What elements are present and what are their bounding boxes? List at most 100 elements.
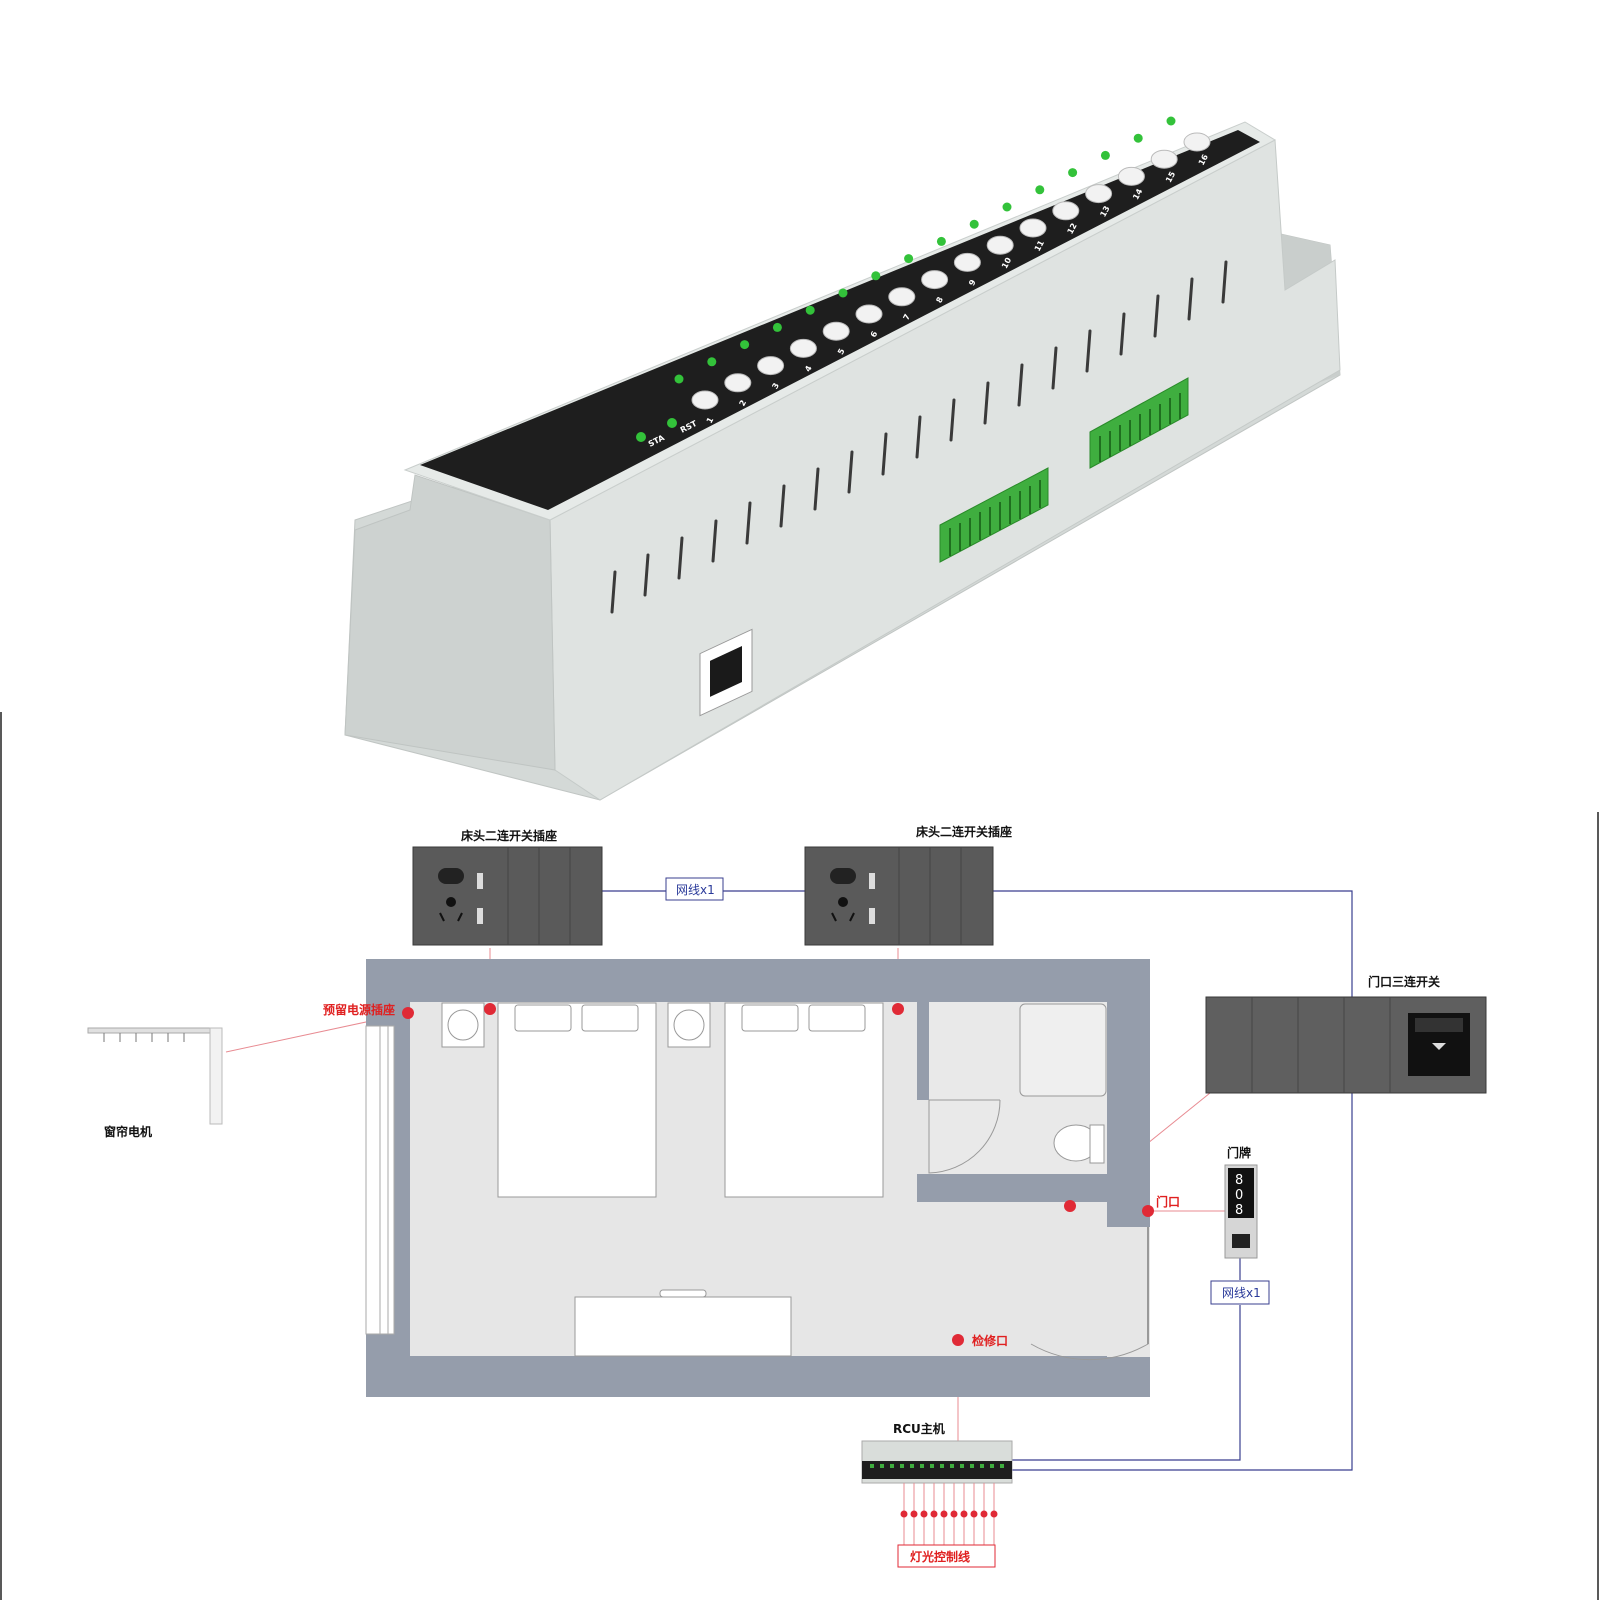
channel-number: 2: [738, 399, 749, 408]
door-switch-label: 门口三连开关: [1368, 974, 1440, 989]
network-cable-box-right: [1210, 1280, 1270, 1305]
floor-plan: [365, 959, 1150, 1397]
channel-button: [1085, 184, 1113, 204]
channel-led: [674, 374, 684, 384]
channel-button: [953, 252, 981, 272]
marker-reserved-socket: [402, 1007, 414, 1019]
channel-led: [969, 219, 979, 229]
module-model: MODEL:PN16Ⅲ: [1040, 101, 1143, 163]
channel-led: [772, 322, 782, 332]
channel-button: [1150, 149, 1178, 169]
network-cable-label-top: 网线x1: [676, 883, 715, 897]
channel-number: 7: [902, 313, 913, 322]
light-control-label: 灯光控制线: [910, 1549, 970, 1564]
channel-button: [1117, 166, 1145, 186]
channel-number: 6: [869, 329, 880, 339]
location-markers: [402, 1003, 1154, 1346]
channel-led: [1068, 168, 1078, 178]
desk: [574, 1296, 792, 1357]
channel-button: [822, 321, 850, 341]
bathroom-wall-bottom: [917, 1174, 1107, 1202]
bedside-socket-label-left: 床头二连开关插座: [461, 828, 557, 843]
light-wire-dots: [900, 1510, 998, 1518]
channel-button: [1183, 132, 1211, 152]
channel-number: 9: [967, 278, 978, 288]
channel-number: 3: [770, 381, 781, 390]
door-switch-panel: 门口三连开关: [1205, 974, 1487, 1094]
channel-led: [871, 271, 881, 281]
rj45-port-jack: [710, 645, 742, 697]
channel-button: [986, 235, 1014, 255]
network-cable-box-top: [665, 877, 724, 901]
network-cable-label-right: 网线x1: [1222, 1286, 1261, 1300]
sta-led: [636, 432, 646, 442]
door-label: 门口: [1156, 1194, 1180, 1209]
channel-button: [855, 304, 883, 324]
marker-door-switch: [1064, 1200, 1076, 1212]
usb-port-icon: [869, 873, 875, 889]
channel-button: [1052, 201, 1080, 221]
door-plate: 8 0 8 门牌: [1224, 1145, 1258, 1259]
reserved-socket-label: 预留电源插座: [323, 1002, 395, 1017]
marker-access-hatch: [952, 1334, 964, 1346]
curtain-motor-label: 窗帘电机: [104, 1124, 152, 1139]
rcu-host-label: RCU主机: [893, 1421, 945, 1436]
module-vents: [610, 260, 1228, 614]
channel-led: [1002, 202, 1012, 212]
socket-plug-bottom: [838, 897, 848, 907]
marker-bedside-left: [484, 1003, 496, 1015]
channel-led: [936, 236, 946, 246]
channel-number: 8: [934, 295, 945, 305]
bedside-panel-left: 床头二连开关插座: [412, 828, 603, 946]
shower: [1019, 1003, 1107, 1097]
usb-port-icon: [477, 908, 483, 924]
channel-number: 4: [803, 364, 814, 374]
lamp-middle: [673, 1009, 705, 1041]
module-top-panel: [420, 130, 1260, 510]
bedside-socket-label-right: 床头二连开关插座: [916, 824, 1012, 839]
channel-led: [1166, 116, 1176, 126]
channel-button: [921, 270, 949, 290]
channel-button: [1019, 218, 1047, 238]
channel-button: [789, 338, 817, 358]
channel-led: [740, 340, 750, 350]
channel-button: [724, 373, 752, 393]
channel-button: [691, 390, 719, 410]
access-hatch-label: 检修口: [972, 1333, 1008, 1348]
socket-plug-top: [830, 868, 856, 884]
socket-plug-bottom: [446, 897, 456, 907]
socket-plug-top: [438, 868, 464, 884]
channel-number: 1: [705, 415, 716, 425]
channel-button: [888, 287, 916, 307]
bathroom-wall-left: [917, 1002, 929, 1100]
channel-led: [904, 254, 914, 264]
channel-led: [707, 357, 717, 367]
lamp-left: [447, 1009, 479, 1041]
bed-left: [497, 1002, 657, 1198]
marker-bedside-right: [892, 1003, 904, 1015]
entrance-door-swing: [1030, 1227, 1149, 1361]
bed-right: [724, 1002, 884, 1198]
channel-led: [838, 288, 848, 298]
channel-number: 5: [836, 347, 847, 357]
room-digit-2: 0: [1235, 1188, 1243, 1203]
usb-port-icon: [477, 873, 483, 889]
room-digit-1: 8: [1235, 1173, 1243, 1188]
card-arrow-icon: [1432, 1043, 1446, 1050]
marker-door: [1142, 1205, 1154, 1217]
channel-led: [1133, 133, 1143, 143]
bedside-panel-right: 床头二连开关插座: [804, 824, 1012, 946]
door-plate-label: 门牌: [1227, 1145, 1251, 1160]
channel-led: [1100, 150, 1110, 160]
usb-port-icon: [869, 908, 875, 924]
bathroom-door-swing: [928, 1099, 1001, 1174]
channel-button: [757, 356, 785, 376]
entrance-door-gap: [1107, 1227, 1150, 1357]
channel-led: [1035, 185, 1045, 195]
light-control-box: [897, 1544, 996, 1568]
bathroom-wall-right: [1107, 1002, 1150, 1227]
curtain-motor: 窗帘电机: [87, 1027, 223, 1139]
channel-led: [805, 305, 815, 315]
